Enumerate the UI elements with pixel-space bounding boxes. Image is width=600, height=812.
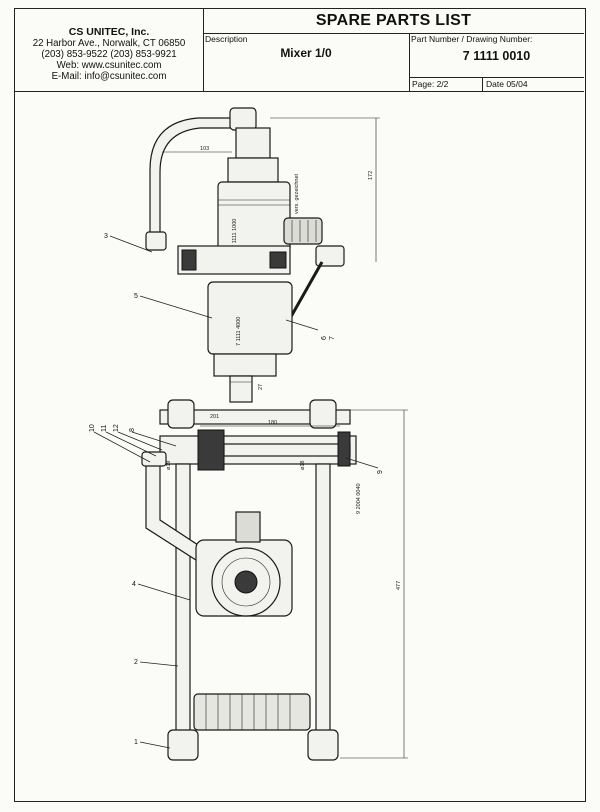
page-number: Page: 2/2	[409, 77, 483, 91]
paddle-grip	[235, 511, 261, 543]
dim-180: 180	[268, 420, 277, 426]
bellows	[193, 693, 311, 731]
output-shaft	[229, 375, 253, 403]
spindle-rod	[223, 443, 351, 457]
motor-gear-cap	[213, 353, 277, 377]
frame-tube-right	[315, 463, 331, 737]
dim-b19: ø19	[166, 461, 172, 470]
clamp-knob	[337, 431, 351, 467]
dim-172: 172	[368, 171, 374, 180]
callout-4: 4	[132, 581, 136, 588]
callout-10: 10	[89, 424, 96, 432]
motor-top-cap	[235, 127, 271, 159]
company-phones: (203) 853-9522 (203) 853-9921	[41, 49, 177, 60]
gear-hub	[234, 570, 258, 594]
company-address: 22 Harbor Ave., Norwalk, CT 06850	[32, 38, 186, 49]
title-block: CS UNITEC, Inc. 22 Harbor Ave., Norwalk,…	[15, 9, 584, 92]
callout-1: 1	[134, 739, 138, 746]
motor-upper-label: 7 1111 1000	[232, 219, 238, 248]
upper-frame-plate	[159, 409, 351, 425]
motor-lower-label: 7 1111 4000	[236, 317, 242, 346]
date-field: Date 05/04	[486, 79, 528, 89]
callout-9: 9	[377, 470, 384, 474]
callout-3: 3	[104, 233, 108, 240]
dim-201: 201	[210, 414, 219, 420]
company-name: CS UNITEC, Inc.	[68, 26, 150, 38]
callout-8: 8	[129, 428, 136, 432]
dim-103: 103	[200, 146, 209, 152]
foot-left	[167, 729, 199, 761]
motor-upper-housing	[217, 181, 291, 253]
vers-note: vers. gezeichnet	[294, 173, 300, 214]
upper-foot-left	[167, 399, 195, 429]
arm-clamp	[141, 451, 167, 467]
callout-5: 5	[134, 293, 138, 300]
side-handle-grip	[283, 217, 323, 245]
motor-neck	[227, 157, 279, 183]
callout-12: 12	[113, 424, 120, 432]
motor-lower-housing	[207, 281, 293, 355]
throttle-valve	[315, 245, 345, 267]
flange-bolt-left	[181, 249, 197, 271]
page-title: SPARE PARTS LIST	[203, 9, 584, 34]
description-value: Mixer 1/0	[280, 46, 332, 60]
callout-6: 6	[321, 336, 328, 340]
company-block: CS UNITEC, Inc. 22 Harbor Ave., Norwalk,…	[15, 9, 204, 91]
hose-fitting	[229, 107, 257, 131]
company-web[interactable]: Web: www.csunitec.com	[56, 60, 162, 71]
frame-tube-left	[175, 463, 191, 737]
description-cell: Description Mixer 1/0	[203, 33, 410, 91]
part-number-value: 7 1111 0010	[462, 49, 531, 63]
dim-477: 477	[396, 581, 402, 590]
foot-right	[307, 729, 339, 761]
upper-foot-right	[309, 399, 337, 429]
callout-11: 11	[101, 425, 108, 432]
dim-27: 27	[258, 384, 264, 390]
company-email[interactable]: E-Mail: info@csunitec.com	[51, 71, 167, 82]
throttle-lever	[286, 261, 324, 323]
hose-fitting-lower	[145, 231, 167, 251]
callout-7: 7	[329, 336, 336, 340]
drawing-sheet: CS UNITEC, Inc. 22 Harbor Ave., Norwalk,…	[14, 8, 586, 802]
callout-2: 2	[134, 659, 138, 666]
description-label: Description	[205, 34, 248, 44]
part-number-cell: Part Number / Drawing Number: 7 1111 001…	[409, 33, 584, 78]
spindle-label: 9 2004 0040	[356, 483, 362, 514]
spindle-nut	[197, 429, 225, 471]
part-number-label: Part Number / Drawing Number:	[411, 34, 533, 44]
dim-b18: ø18	[300, 461, 306, 470]
flange-bolt-right	[269, 251, 287, 269]
